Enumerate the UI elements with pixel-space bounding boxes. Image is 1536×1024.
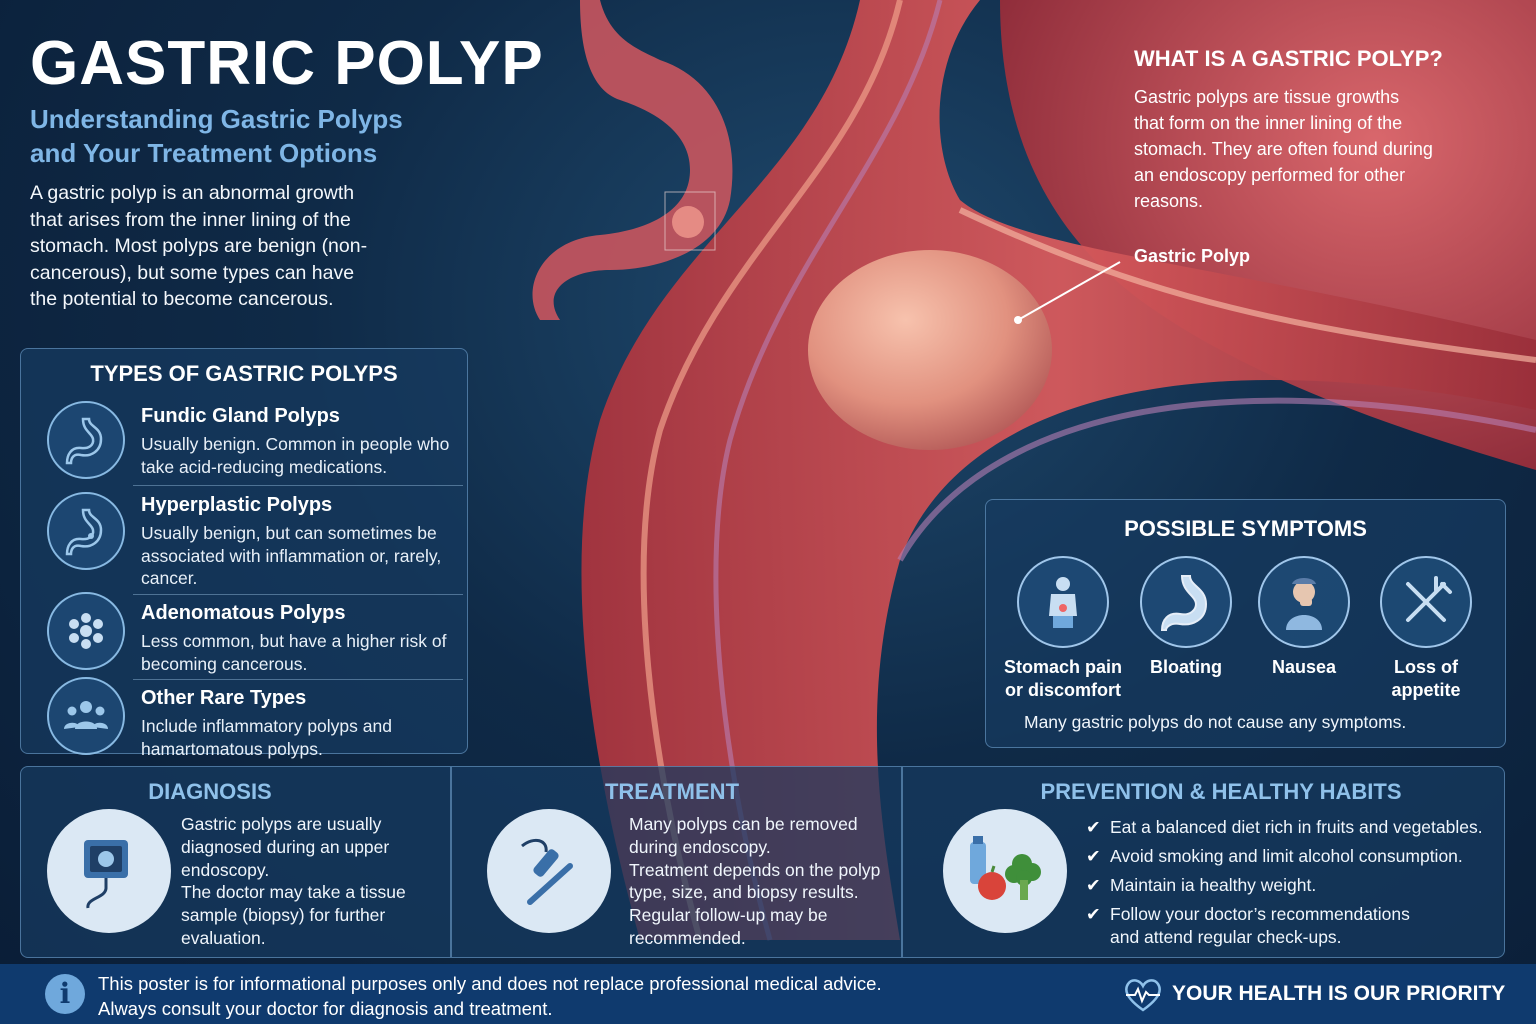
check-icon: ✔: [1086, 875, 1101, 895]
column-divider: [901, 767, 903, 957]
endoscope-tool-icon: [487, 809, 611, 933]
priority-slogan: YOUR HEALTH IS OUR PRIORITY: [1172, 982, 1506, 1005]
nausea-icon: [1258, 556, 1350, 648]
symptom-label: Bloating: [1150, 657, 1222, 677]
what-heading: WHAT IS A GASTRIC POLYP?: [1134, 46, 1443, 71]
symptom-label: Nausea: [1271, 657, 1337, 677]
type-name: Adenomatous Polyps: [141, 602, 346, 624]
check-icon: ✔: [1086, 846, 1101, 866]
checklist-item: ✔Avoid smoking and limit alcohol consump…: [1086, 846, 1463, 866]
type-desc: Usually benign, but can sometimes be ass…: [141, 523, 442, 588]
symptom-label: Stomach pain or discomfort: [1003, 657, 1123, 700]
checklist-item: ✔Follow your doctor’s recommendations an…: [1086, 904, 1410, 947]
stomach-pain-icon: [1017, 556, 1109, 648]
disclaimer-text: This poster is for informational purpose…: [98, 973, 882, 1019]
treatment-heading: TREATMENT: [604, 779, 740, 804]
types-panel: TYPES OF GASTRIC POLYPS Fundic Gland Pol…: [20, 348, 468, 759]
diagnosis-text: Gastric polyps are usually diagnosed dur…: [181, 814, 406, 948]
type-desc: Usually benign. Common in people who tak…: [141, 434, 450, 477]
endoscope-monitor-icon: [47, 809, 171, 933]
healthy-food-icon: [943, 809, 1067, 933]
checklist-item: ✔Maintain ia healthy weight.: [1086, 875, 1317, 895]
bloating-icon: [1140, 556, 1232, 648]
info-icon: i: [45, 974, 85, 1014]
symptom-stomach-pain: Stomach pain or discomfort: [998, 556, 1128, 702]
divider: [133, 485, 463, 486]
symptoms-heading: POSSIBLE SYMPTOMS: [1124, 516, 1367, 541]
divider: [133, 594, 463, 595]
treatment-text: Many polyps can be removed during endosc…: [629, 814, 881, 948]
what-text: Gastric polyps are tissue growths that f…: [1134, 87, 1433, 211]
symptoms-panel: POSSIBLE SYMPTOMS Stomach pain or discom…: [985, 499, 1506, 748]
stomach-icon: [47, 492, 125, 570]
page-title: GASTRIC POLYP: [30, 29, 544, 98]
types-heading: TYPES OF GASTRIC POLYPS: [90, 361, 398, 386]
checklist-item: ✔Eat a balanced diet rich in fruits and …: [1086, 817, 1483, 837]
symptoms-note: Many gastric polyps do not cause any sym…: [1024, 712, 1407, 732]
column-divider: [450, 767, 452, 957]
cell-cluster-icon: [47, 592, 125, 670]
symptom-loss-appetite: Loss of appetite: [1361, 556, 1491, 702]
bottom-info-panel: DIAGNOSIS Gastric polyps are usually dia…: [20, 766, 1505, 958]
symptom-nausea: Nausea: [1239, 556, 1369, 679]
type-name: Fundic Gland Polyps: [141, 405, 340, 427]
type-desc: Include inflammatory polyps and hamartom…: [141, 716, 392, 759]
type-name: Other Rare Types: [141, 687, 307, 709]
type-desc: Less common, but have a higher risk of b…: [141, 631, 447, 674]
stomach-icon: [47, 401, 125, 479]
symptom-bloating: Bloating: [1121, 556, 1251, 679]
polyp-callout-label: Gastric Polyp: [1134, 246, 1251, 266]
page-subtitle: Understanding Gastric Polyps and Your Tr…: [30, 104, 403, 168]
intro-text: A gastric polyp is an abnormal growth th…: [30, 182, 368, 310]
symptom-label: Loss of appetite: [1391, 657, 1461, 700]
fork-knife-cross-icon: [1380, 556, 1472, 648]
divider: [133, 679, 463, 680]
people-group-icon: [47, 677, 125, 755]
check-icon: ✔: [1086, 904, 1101, 924]
type-name: Hyperplastic Polyps: [141, 494, 333, 516]
footer-bar: i This poster is for informational purpo…: [0, 964, 1536, 1024]
prevention-heading: PREVENTION & HEALTHY HABITS: [1040, 779, 1402, 804]
check-icon: ✔: [1086, 817, 1101, 837]
heart-pulse-icon: [1125, 979, 1161, 1012]
diagnosis-heading: DIAGNOSIS: [148, 779, 272, 804]
